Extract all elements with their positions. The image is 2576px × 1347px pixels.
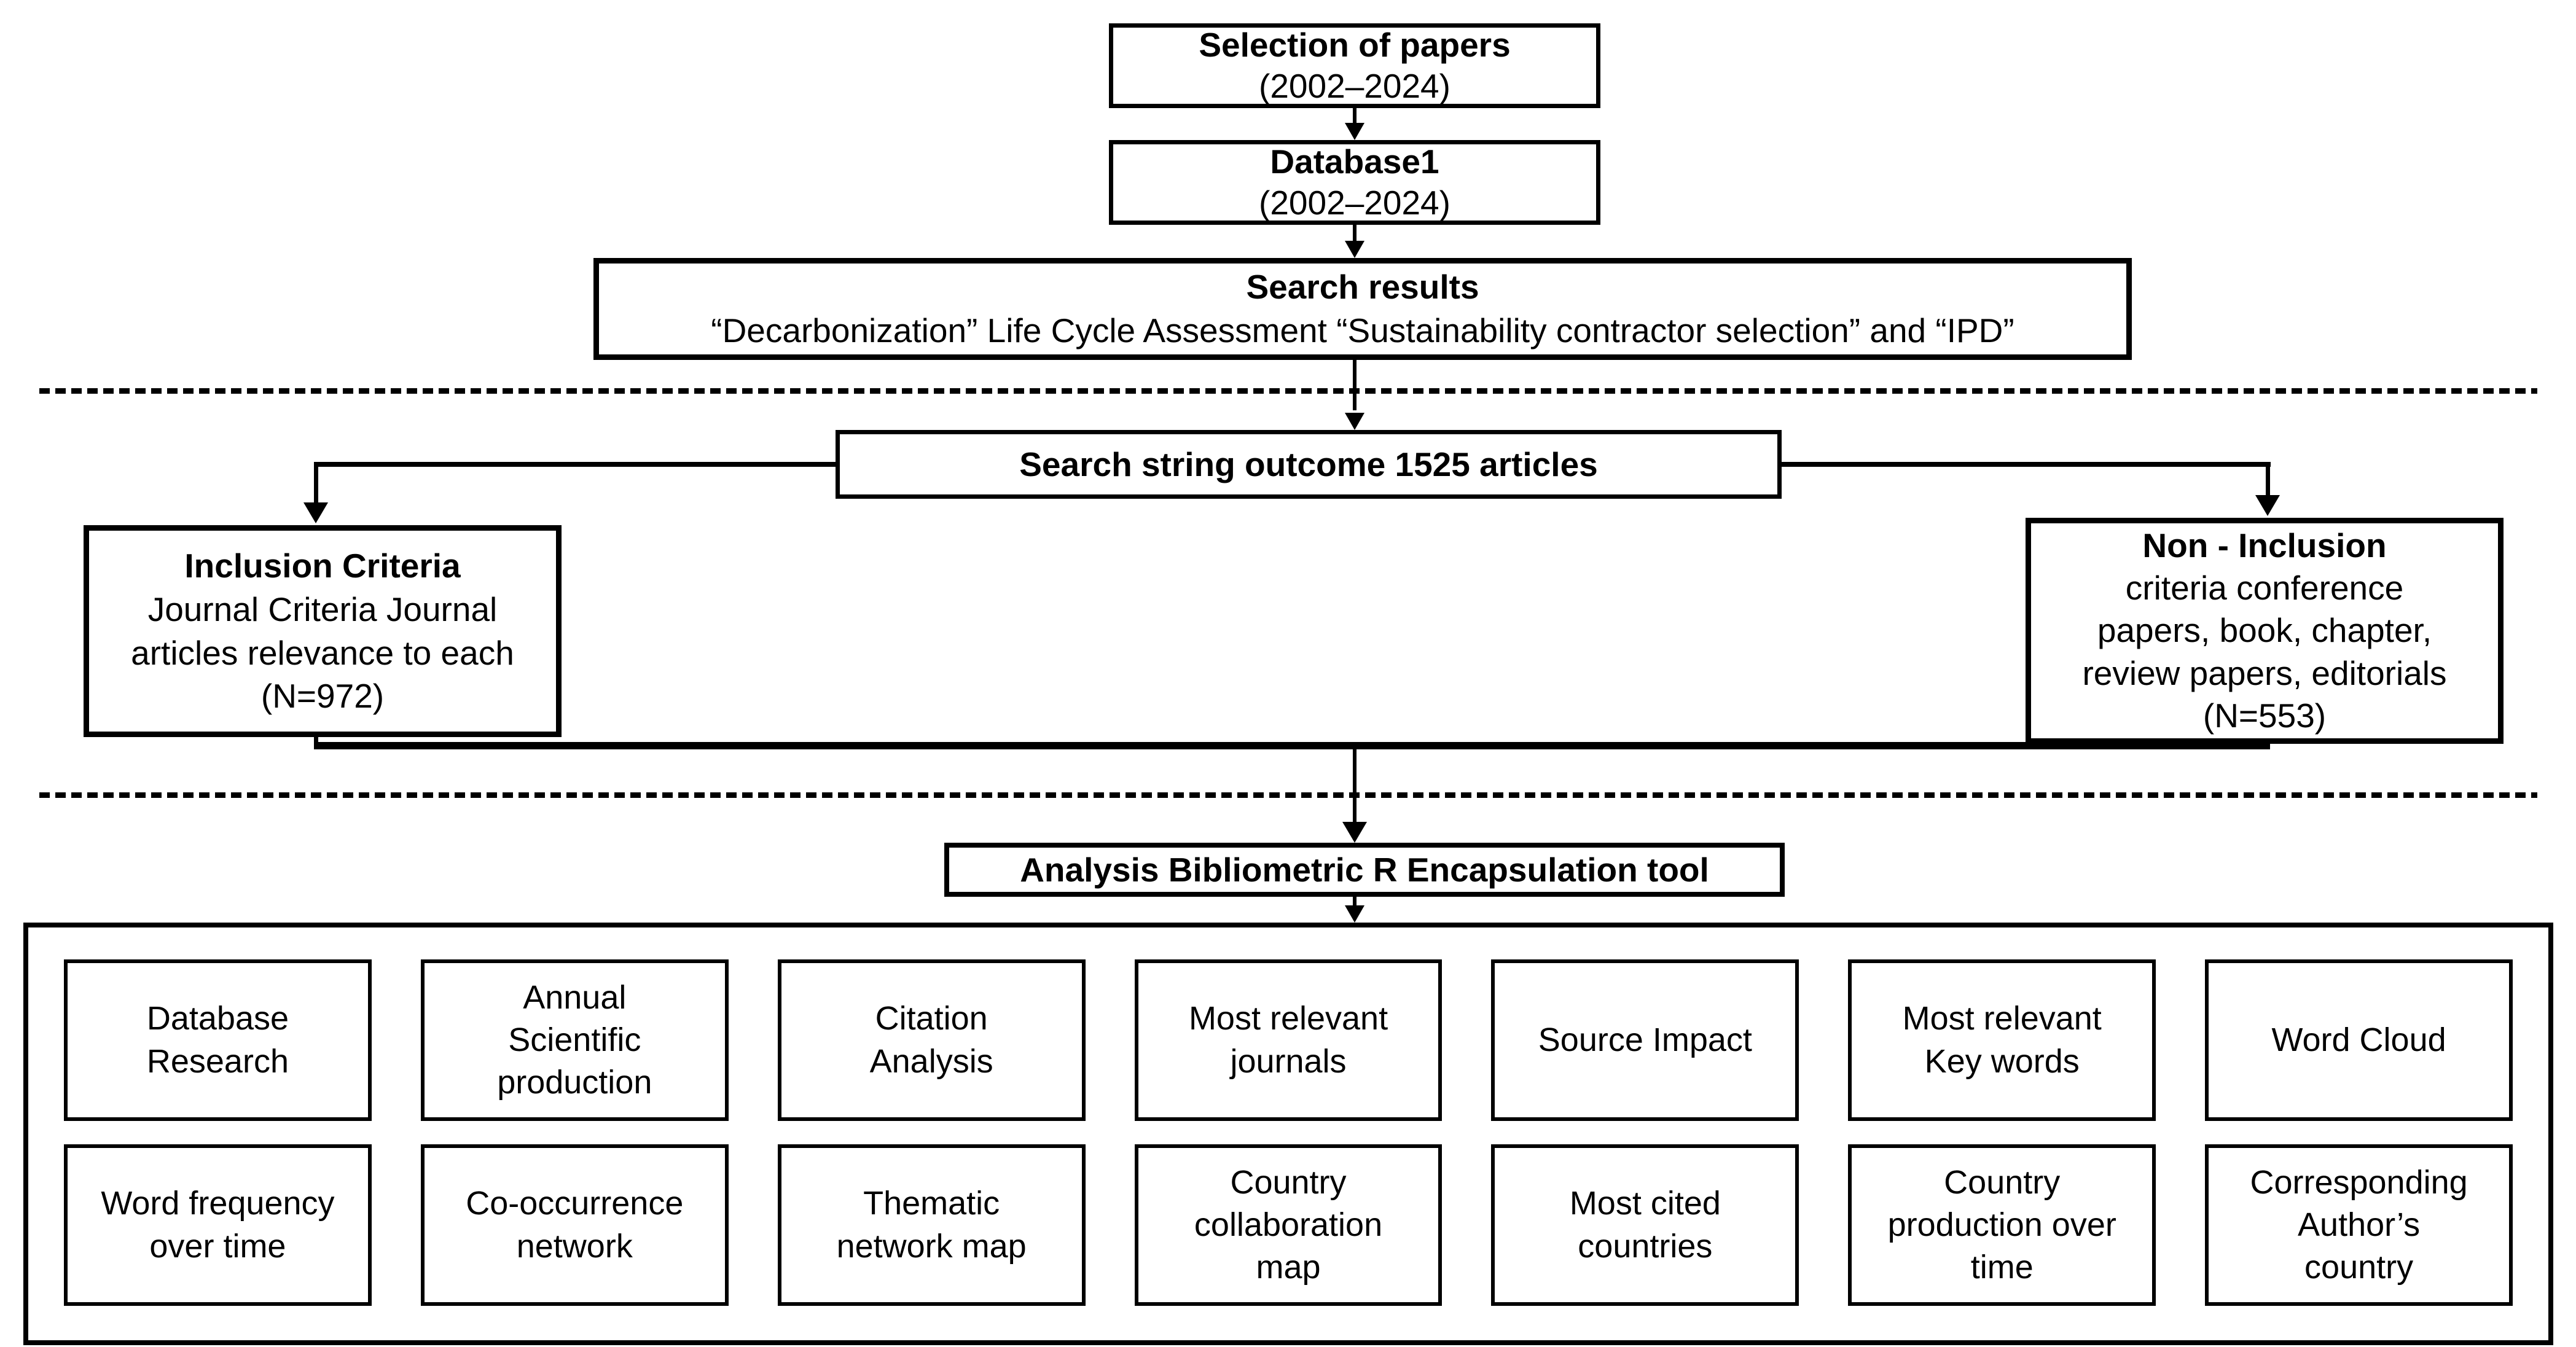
arrow-selection-to-database-head [1345, 123, 1364, 140]
database-years: (2002–2024) [1259, 184, 1450, 222]
analysis-tool-box: Analysis Bibliometric R Encapsulation to… [944, 843, 1785, 897]
cell-word-cloud: Word Cloud [2205, 959, 2513, 1121]
cell-co-occurrence-network: Co-occurrence network [420, 1144, 729, 1306]
dashed-divider-top [39, 388, 2537, 394]
search-string-box: Search string outcome 1525 articles [836, 430, 1782, 499]
connector-right-vertical [2266, 462, 2270, 498]
arrow-merge-to-analysis-stem [1353, 748, 1357, 822]
arrow-selection-to-database-stem [1353, 108, 1357, 125]
cell-country-collaboration-map: Country collaboration map [1134, 1144, 1443, 1306]
selection-of-papers-title: Selection of papers [1199, 25, 1511, 64]
arrow-database-to-results-stem [1353, 225, 1357, 243]
arrow-analysis-to-grid-stem [1353, 897, 1357, 905]
inclusion-criteria-body: Journal Criteria Journal articles releva… [131, 590, 514, 716]
connector-bottom-right-vertical [2266, 743, 2270, 749]
cell-word-frequency-over-time: Word frequency over time [64, 1144, 372, 1306]
cell-source-impact: Source Impact [1491, 959, 1799, 1121]
arrow-merge-to-analysis-head [1342, 822, 1367, 843]
arrow-results-to-string-stem [1353, 360, 1357, 410]
arrow-database-to-results-head [1345, 241, 1364, 258]
database-box: Database1 (2002–2024) [1109, 140, 1600, 225]
cell-country-production-over-time: Country production over time [1848, 1144, 2156, 1306]
cell-most-cited-countries: Most cited countries [1491, 1144, 1799, 1306]
search-results-box: Search results “Decarbonization” Life Cy… [593, 258, 2132, 360]
connector-right-horizontal [1779, 462, 2271, 467]
search-string-title: Search string outcome 1525 articles [1019, 445, 1598, 483]
search-results-title: Search results [1246, 267, 1479, 306]
cell-most-relevant-journals: Most relevant journals [1134, 959, 1443, 1121]
search-query-text: “Decarbonization” Life Cycle Assessment … [711, 311, 2014, 349]
arrow-analysis-to-grid-head [1345, 905, 1364, 923]
cell-annual-scientific-production: Annual Scientific production [420, 959, 729, 1121]
arrow-into-inclusion-head [303, 502, 328, 523]
non-inclusion-body: criteria conference papers, book, chapte… [2082, 569, 2447, 735]
cell-database-research: Database Research [64, 959, 372, 1121]
inclusion-criteria-title: Inclusion Criteria [184, 546, 461, 585]
inclusion-criteria-box: Inclusion Criteria Journal Criteria Jour… [84, 525, 562, 737]
selection-of-papers-years: (2002–2024) [1259, 67, 1450, 105]
cell-citation-analysis: Citation Analysis [777, 959, 1086, 1121]
connector-left-horizontal [316, 462, 838, 467]
cell-most-relevant-keywords: Most relevant Key words [1848, 959, 2156, 1121]
arrow-into-noninclusion-head [2255, 495, 2280, 516]
connector-left-vertical [314, 462, 318, 505]
analysis-grid-container: Database Research Annual Scientific prod… [23, 923, 2553, 1345]
dashed-divider-bottom [39, 792, 2537, 798]
analysis-tool-title: Analysis Bibliometric R Encapsulation to… [1020, 850, 1709, 889]
cell-corresponding-authors-country: Corresponding Author’s country [2205, 1144, 2513, 1306]
non-inclusion-title: Non - Inclusion [2142, 526, 2387, 564]
selection-of-papers-box: Selection of papers (2002–2024) [1109, 23, 1600, 108]
grid-row-1: Database Research Annual Scientific prod… [64, 959, 2513, 1121]
connector-bottom-horizontal [314, 742, 2270, 749]
arrow-results-to-string-head [1345, 413, 1364, 430]
non-inclusion-box: Non - Inclusion criteria conference pape… [2026, 518, 2504, 744]
grid-row-2: Word frequency over time Co-occurrence n… [64, 1144, 2513, 1306]
database-title: Database1 [1270, 142, 1439, 181]
cell-thematic-network-map: Thematic network map [777, 1144, 1086, 1306]
